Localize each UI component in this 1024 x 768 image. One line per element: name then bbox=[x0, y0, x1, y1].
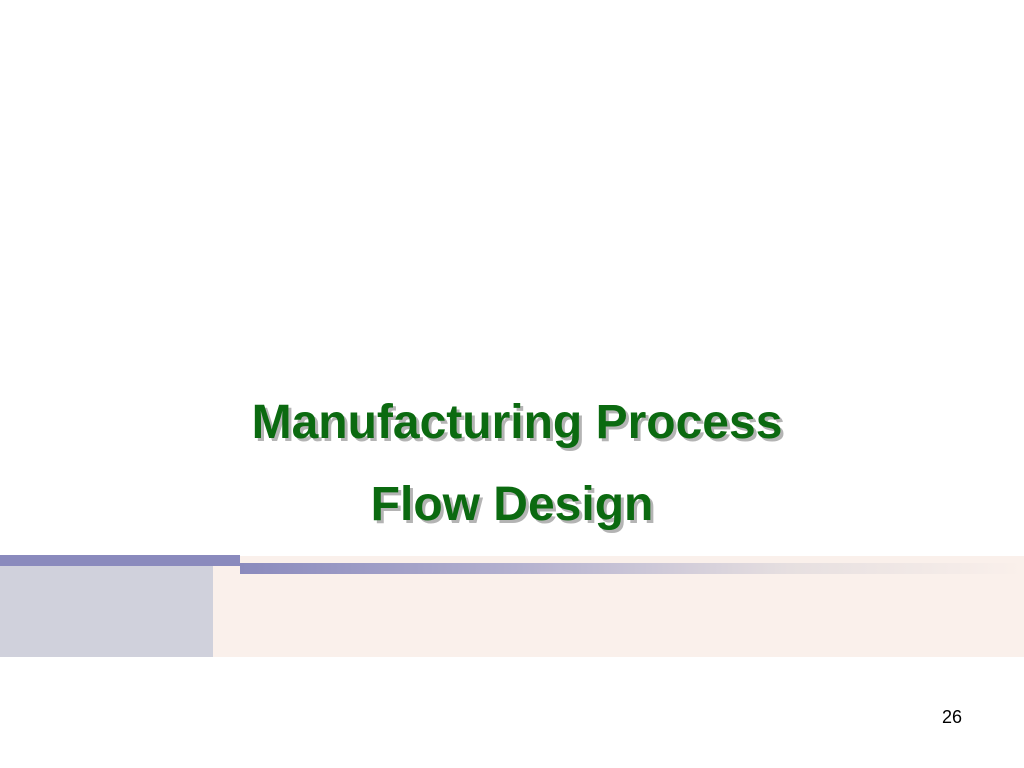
decorative-accent-bar bbox=[0, 555, 240, 566]
decorative-gradient-bar bbox=[240, 563, 1024, 574]
slide-title-line-2: Flow Design bbox=[370, 478, 654, 531]
slide-title: Manufacturing Process Flow Design bbox=[0, 382, 1024, 546]
slide-title-line-1: Manufacturing Process bbox=[251, 396, 783, 449]
decorative-left-block bbox=[0, 566, 213, 657]
page-number: 26 bbox=[941, 707, 962, 727]
